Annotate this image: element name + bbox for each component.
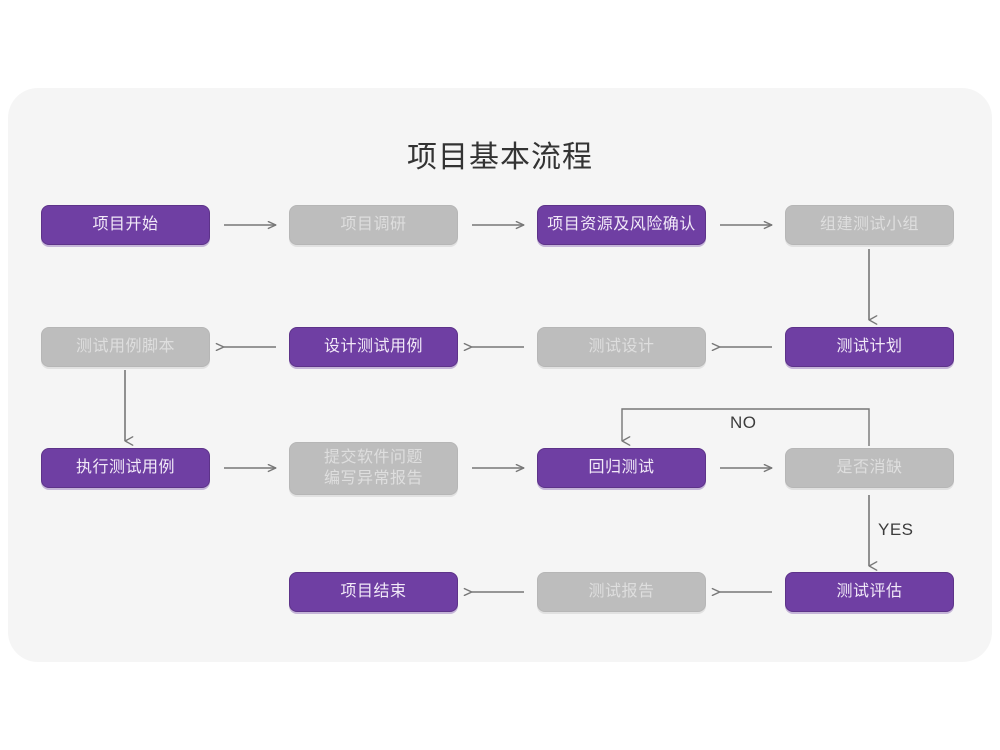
node-test-evaluation[interactable]: 测试评估 [785,572,954,612]
node-resource-risk-confirm[interactable]: 项目资源及风险确认 [537,205,706,245]
node-design-test-cases[interactable]: 设计测试用例 [289,327,458,367]
node-regression-test[interactable]: 回归测试 [537,448,706,488]
node-project-end[interactable]: 项目结束 [289,572,458,612]
node-test-case-script[interactable]: 测试用例脚本 [41,327,210,367]
node-project-research[interactable]: 项目调研 [289,205,458,245]
node-form-test-team[interactable]: 组建测试小组 [785,205,954,245]
node-test-design[interactable]: 测试设计 [537,327,706,367]
node-project-start[interactable]: 项目开始 [41,205,210,245]
diagram-card-background [8,88,992,662]
edge-label-no: NO [730,413,757,432]
node-submit-issues-write-report[interactable]: 提交软件问题 编写异常报告 [289,442,458,495]
node-defects-cleared[interactable]: 是否消缺 [785,448,954,488]
node-test-plan[interactable]: 测试计划 [785,327,954,367]
edge-label-yes: YES [878,520,914,539]
node-execute-test-cases[interactable]: 执行测试用例 [41,448,210,488]
node-test-report[interactable]: 测试报告 [537,572,706,612]
page-title: 项目基本流程 [407,141,593,174]
